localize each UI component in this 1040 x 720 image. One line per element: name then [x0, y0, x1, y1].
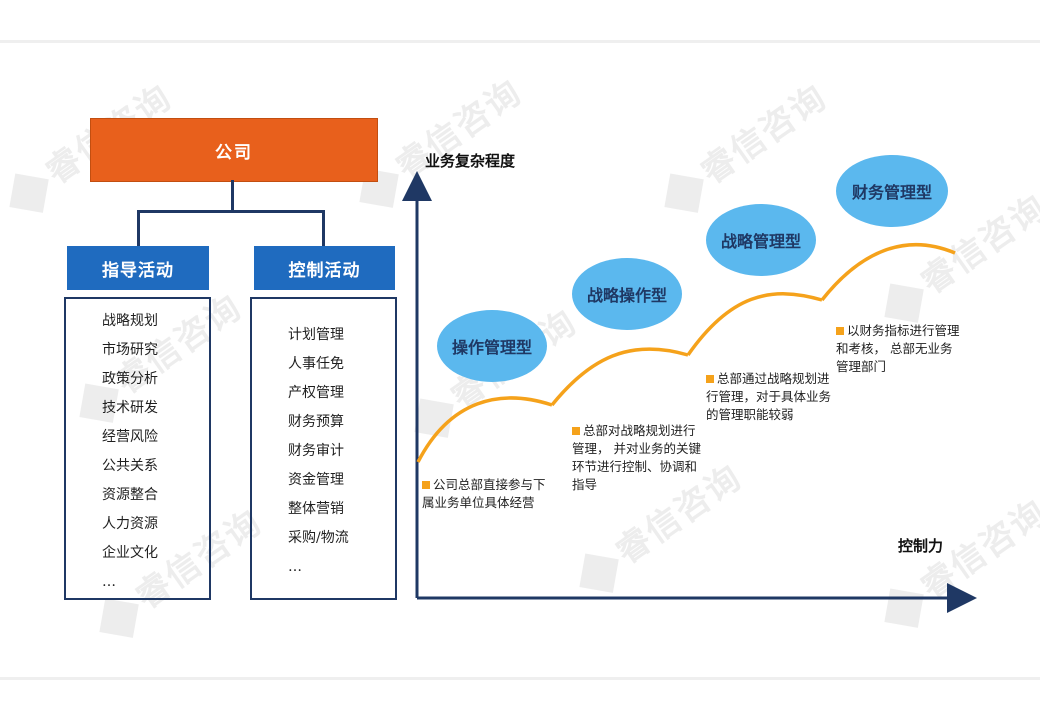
list-item: 财务审计: [288, 443, 344, 459]
list-item: 产权管理: [288, 385, 344, 401]
list-item: 经营风险: [102, 429, 158, 445]
connector: [137, 210, 140, 246]
x-axis-label: 控制力: [898, 537, 944, 555]
list-item: 整体营销: [288, 501, 344, 517]
list-item: 政策分析: [102, 371, 158, 387]
list-item: …: [288, 559, 302, 575]
list-item: 市场研究: [102, 342, 158, 358]
list-item: 采购/物流: [288, 530, 349, 546]
stage-note-3: 总部通过战略规划进行管理，对于具体业务的管理职能较弱: [706, 371, 832, 422]
stage-bubble-3: 战略管理型: [706, 204, 816, 276]
y-axis-label: 业务复杂程度: [425, 152, 516, 170]
stage-note-1: 公司总部直接参与下属业务单位具体经营: [422, 477, 546, 510]
list-item: 计划管理: [288, 327, 344, 343]
stage-note-4: 以财务指标进行管理和考核， 总部无业务管理部门: [836, 323, 960, 374]
stage-curve-1: [416, 396, 553, 463]
guidance-header: 指导活动: [67, 246, 209, 290]
list-item: 资源整合: [102, 487, 158, 503]
stage-bubble-2: 战略操作型: [572, 258, 682, 330]
list-item: 资金管理: [288, 472, 344, 488]
list-item: 人事任免: [288, 356, 344, 372]
list-item: 人力资源: [102, 516, 158, 532]
control-list: 计划管理人事任免产权管理财务预算财务审计资金管理整体营销采购/物流 …: [250, 297, 397, 600]
list-item: …: [102, 574, 116, 590]
bullet-icon: [422, 481, 430, 489]
stage-bubble-1: 操作管理型: [437, 310, 547, 382]
stage-note-2: 总部对战略规划进行管理， 并对业务的关键环节进行控制、协调和指导: [572, 423, 701, 492]
list-item: 公共关系: [102, 458, 158, 474]
top-divider: [0, 40, 1040, 43]
list-item: 企业文化: [102, 545, 158, 561]
list-item: 技术研发: [102, 400, 158, 416]
stage-bubble-4: 财务管理型: [836, 155, 948, 227]
bullet-icon: [572, 427, 580, 435]
company-box: 公司: [90, 118, 378, 182]
bullet-icon: [706, 375, 714, 383]
connector: [137, 210, 325, 213]
list-item: 财务预算: [288, 414, 344, 430]
stage-curve-2: [550, 347, 689, 407]
list-item: 战略规划: [102, 313, 158, 329]
connector: [231, 180, 234, 211]
guidance-list: 战略规划市场研究政策分析技术研发经营风险公共关系资源整合人力资源企业文化 …: [64, 297, 211, 600]
stage-curve-4: [820, 243, 956, 302]
bullet-icon: [836, 327, 844, 335]
stage-curve-3: [686, 292, 823, 357]
control-header: 控制活动: [254, 246, 395, 290]
bottom-divider: [0, 677, 1040, 680]
connector: [322, 210, 325, 246]
